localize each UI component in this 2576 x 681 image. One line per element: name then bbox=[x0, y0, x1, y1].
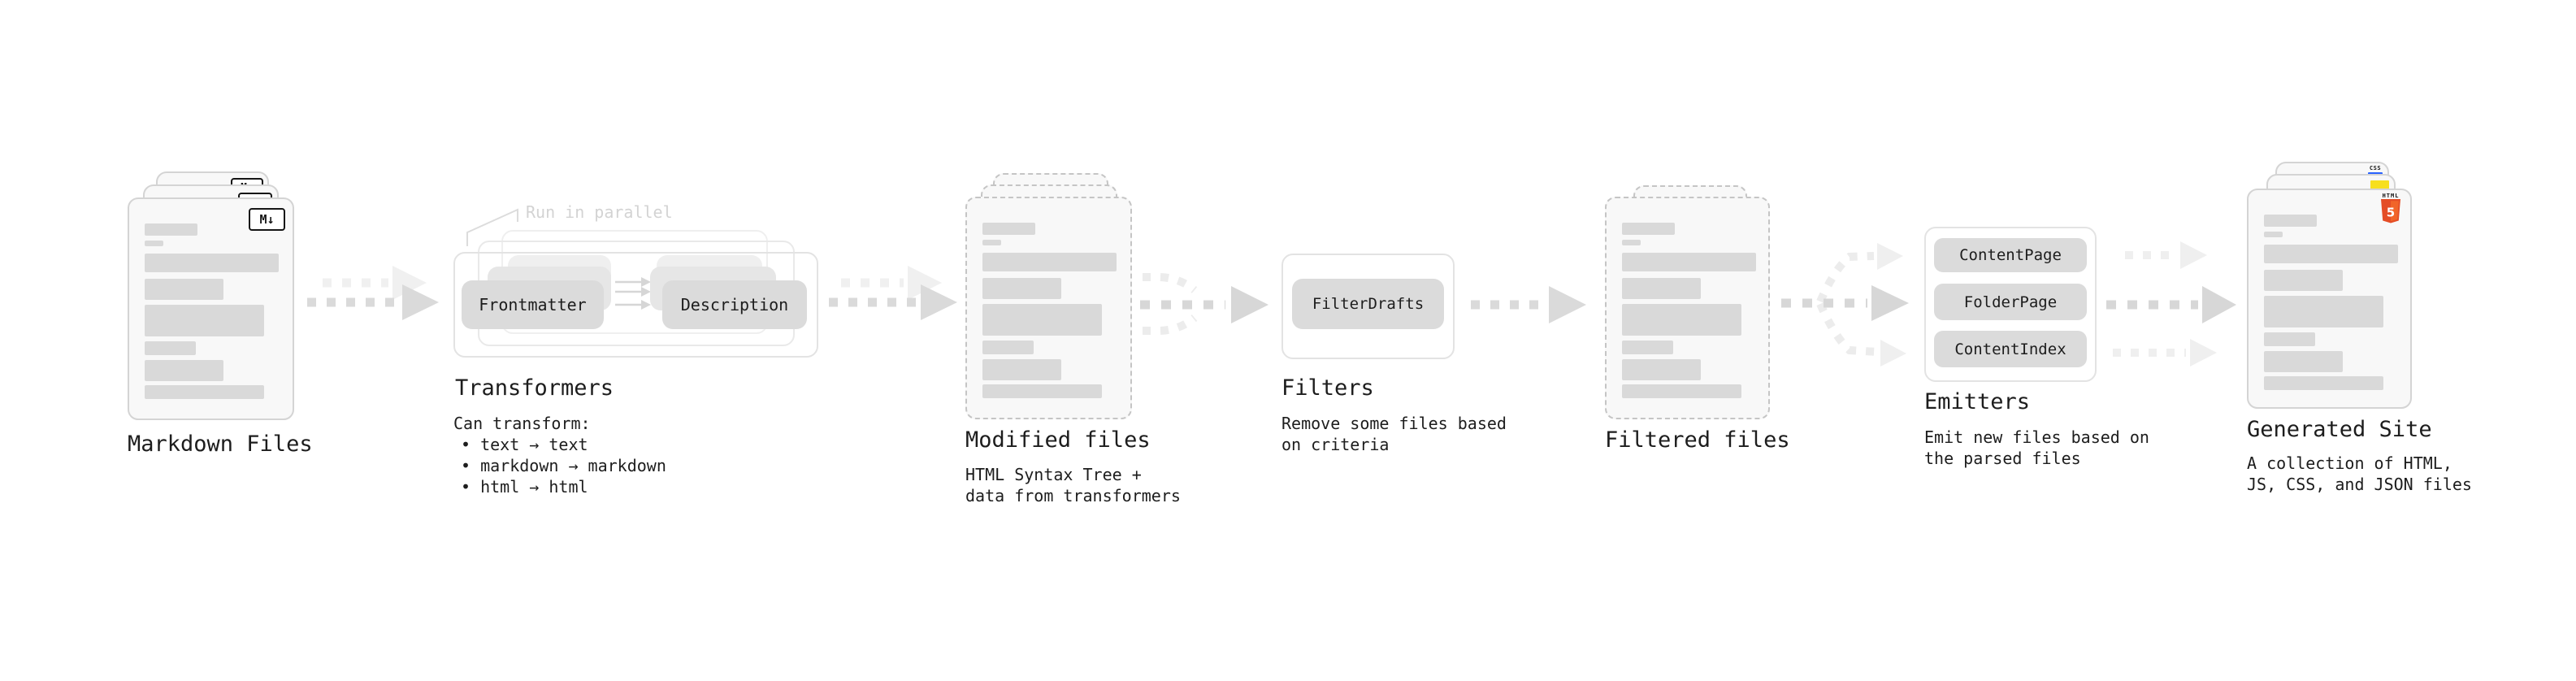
filtered-files-label: Filtered files bbox=[1605, 427, 1790, 453]
js-icon bbox=[2370, 180, 2389, 190]
filter-box-filterdrafts: FilterDrafts bbox=[1292, 279, 1444, 329]
filters-desc-line: on criteria bbox=[1281, 435, 1390, 454]
transform-bullet: • markdown → markdown bbox=[461, 456, 666, 475]
site-desc-line: JS, CSS, and JSON files bbox=[2247, 475, 2472, 494]
generated-site-description: A collection of HTML, JS, CSS, and JSON … bbox=[2247, 453, 2472, 495]
arrow-filtered-to-emitters bbox=[1781, 243, 1909, 367]
document-text-placeholder bbox=[982, 223, 1117, 398]
transformers-description: Can transform: • text → text • markdown … bbox=[453, 413, 666, 497]
site-file-card-html: HTML 5 bbox=[2247, 189, 2412, 409]
arrow-emitters-to-site bbox=[2106, 241, 2236, 367]
emitters-desc-line: Emit new files based on bbox=[1924, 427, 2149, 447]
generated-site-label: Generated Site bbox=[2247, 417, 2432, 442]
document-text-placeholder bbox=[1622, 223, 1756, 398]
arrow-transformers-to-modified bbox=[829, 266, 957, 320]
markdown-file-card-front: M↓ bbox=[128, 197, 294, 420]
transform-bullet: • text → text bbox=[461, 435, 588, 454]
css-icon-text: CSS bbox=[2369, 165, 2382, 171]
modified-desc-line: data from transformers bbox=[965, 486, 1181, 505]
run-in-parallel-note: Run in parallel bbox=[526, 202, 673, 222]
document-text-placeholder bbox=[2264, 215, 2398, 390]
modified-desc-line: HTML Syntax Tree + bbox=[965, 465, 1142, 484]
emitters-label: Emitters bbox=[1924, 389, 2031, 414]
filters-desc-line: Remove some files based bbox=[1281, 414, 1507, 433]
modified-files-description: HTML Syntax Tree + data from transformer… bbox=[965, 464, 1181, 506]
css-icon: CSS bbox=[2368, 166, 2383, 175]
emitters-desc-line: the parsed files bbox=[1924, 449, 2081, 468]
arrow-markdown-to-transformers bbox=[307, 266, 439, 320]
transform-bullet: • html → html bbox=[461, 477, 588, 497]
arrowheads-frontmatter-to-description bbox=[641, 277, 651, 310]
arrow-modified-to-filters bbox=[1140, 273, 1268, 335]
filters-description: Remove some files based on criteria bbox=[1281, 413, 1507, 455]
site-desc-line: A collection of HTML, bbox=[2247, 453, 2452, 473]
markdown-icon: M↓ bbox=[249, 208, 285, 231]
arrow-frontmatter-to-description bbox=[615, 280, 641, 306]
markdown-files-label: Markdown Files bbox=[128, 432, 313, 457]
emitter-box-folderpage: FolderPage bbox=[1934, 284, 2087, 320]
svg-text:5: 5 bbox=[2387, 206, 2395, 220]
html5-shield: 5 bbox=[2381, 199, 2400, 223]
filtered-file-card-front bbox=[1605, 197, 1770, 419]
transformers-label: Transformers bbox=[455, 375, 614, 401]
document-text-placeholder bbox=[145, 223, 279, 399]
css-icon-underline bbox=[2368, 172, 2383, 175]
emitter-box-contentindex: ContentIndex bbox=[1934, 331, 2087, 367]
transformer-frame-front bbox=[453, 252, 818, 358]
emitters-description: Emit new files based on the parsed files bbox=[1924, 427, 2149, 469]
emitter-box-contentpage: ContentPage bbox=[1934, 238, 2087, 272]
transformer-box-frontmatter: Frontmatter bbox=[462, 280, 604, 329]
transformer-box-description: Description bbox=[662, 280, 807, 329]
modified-files-label: Modified files bbox=[965, 427, 1151, 453]
html5-icon-text: HTML bbox=[2382, 193, 2400, 199]
can-transform-title: Can transform: bbox=[453, 414, 591, 433]
modified-file-card-front bbox=[965, 197, 1132, 419]
html5-icon: HTML 5 bbox=[2380, 193, 2401, 228]
arrow-filters-to-filtered bbox=[1471, 286, 1586, 323]
run-in-parallel-leader-line bbox=[466, 208, 518, 246]
filters-label: Filters bbox=[1281, 375, 1374, 401]
